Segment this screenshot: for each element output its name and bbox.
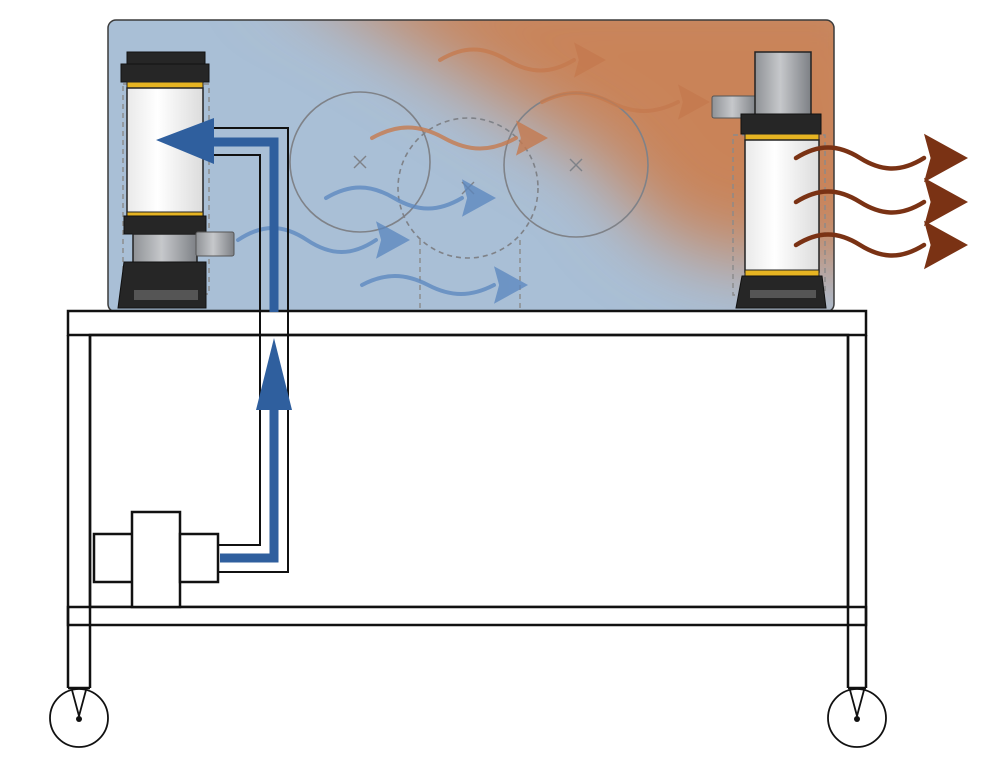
caster-wheel-icon xyxy=(49,688,109,748)
wavy-arrow-icon xyxy=(236,221,410,259)
caster-wheels xyxy=(49,688,887,748)
duct-arrow-icon xyxy=(256,338,292,410)
warm-air-flow xyxy=(370,42,710,156)
wavy-arrow-icon xyxy=(438,42,606,78)
caster-wheel-icon xyxy=(827,688,887,748)
wavy-arrow-icon xyxy=(370,120,548,156)
fan-circle-icon xyxy=(289,91,431,233)
blower xyxy=(92,510,220,609)
hot-exhaust-flow xyxy=(793,133,968,270)
wavy-arrow-icon xyxy=(793,177,968,227)
cool-air-flow xyxy=(236,179,528,304)
blower-box-icon xyxy=(92,510,220,609)
duct-arrow-icon xyxy=(156,118,214,164)
wavy-arrow-icon xyxy=(360,266,528,304)
wavy-arrow-icon xyxy=(324,179,496,217)
cart-frame xyxy=(66,309,868,690)
wavy-arrow-icon xyxy=(793,220,968,270)
exhaust-filter-unit xyxy=(711,51,827,309)
cylinder-filter-icon xyxy=(711,51,827,309)
wavy-arrow-icon xyxy=(540,84,710,120)
supply-duct xyxy=(156,118,292,573)
wavy-arrow-icon xyxy=(793,133,968,183)
